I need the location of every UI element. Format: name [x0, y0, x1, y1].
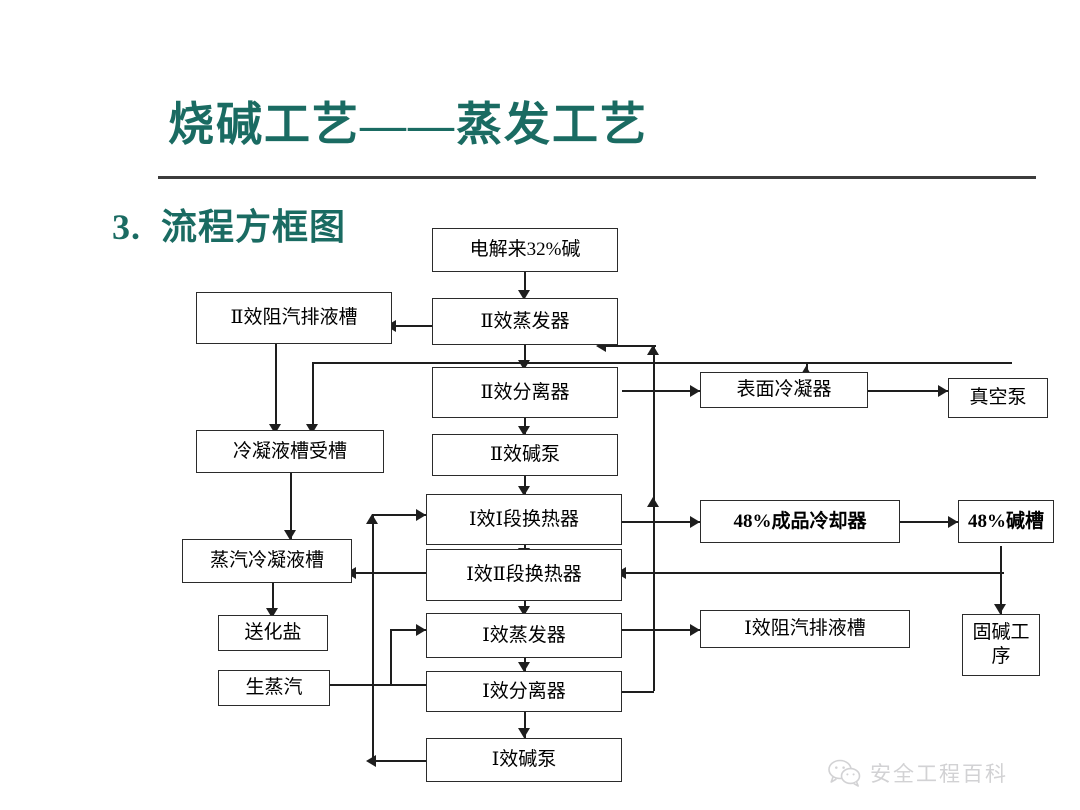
arrowhead-down — [994, 604, 1006, 614]
title-divider — [158, 176, 1036, 179]
node-i-evaporator[interactable]: Ⅰ效蒸发器 — [426, 613, 622, 658]
edge-i-hx2-to-steam-cond — [352, 572, 430, 574]
arrowhead-down — [269, 424, 281, 434]
edge-cooler48-to-tank48 — [900, 521, 958, 523]
edge-i-sep-riser — [653, 345, 655, 691]
arrowhead-down — [518, 360, 530, 370]
edge-surface-cond-to-vacuum — [868, 390, 948, 392]
edge-ii-sep-bus — [312, 362, 1012, 364]
node-feed[interactable]: 电解来32%碱 — [432, 228, 618, 272]
watermark: 安全工程百科 — [828, 758, 1008, 788]
arrowhead-down — [284, 530, 296, 540]
node-surface-condenser[interactable]: 表面冷凝器 — [700, 372, 868, 408]
edge-i-sep-to-i-pump — [524, 712, 526, 738]
node-48-alkali-tank[interactable]: 48%碱槽 — [958, 500, 1054, 543]
section-number: 3. — [112, 207, 141, 247]
edge-ii-evap-to-ii-trap — [392, 325, 432, 327]
page-title: 烧碱工艺——蒸发工艺 — [168, 99, 648, 150]
node-ii-steam-trap[interactable]: Ⅱ效阻汽排液槽 — [196, 292, 392, 344]
node-48-product-cooler[interactable]: 48%成品冷却器 — [700, 500, 900, 543]
section-label: 流程方框图 — [161, 207, 347, 247]
arrowhead-down — [518, 606, 530, 616]
node-ii-separator[interactable]: Ⅱ效分离器 — [432, 367, 618, 418]
wechat-icon — [828, 759, 862, 787]
arrowhead-right — [690, 385, 700, 397]
edge-live-steam-into-evap — [390, 629, 426, 631]
arrowhead-up — [647, 497, 659, 507]
arrowhead-up — [647, 345, 659, 355]
edge-ii-pump-to-i-hx1 — [524, 476, 526, 494]
arrowhead-right — [416, 509, 426, 521]
edge-riser-to-ii-evap — [600, 345, 656, 347]
arrowhead-down — [518, 290, 530, 300]
edge-ii-trap-to-cond-tank — [275, 344, 277, 430]
node-steam-condensate-tank[interactable]: 蒸汽冷凝液槽 — [182, 539, 352, 583]
arrowhead-down — [306, 424, 318, 434]
edge-i-hx1-to-cooler48 — [622, 521, 700, 523]
arrowhead-down — [266, 608, 278, 618]
edge-ii-sep-down — [312, 362, 314, 430]
node-live-steam[interactable]: 生蒸汽 — [218, 670, 330, 706]
edge-cond-tank-to-steam-cond — [290, 473, 292, 539]
section-heading: 3. 流程方框图 — [112, 198, 346, 250]
edge-ii-sep-to-surface-cond — [622, 390, 700, 392]
arrowhead-down — [518, 486, 530, 496]
edge-i-pump-left — [372, 760, 428, 762]
edge-i-pump-riser — [372, 514, 374, 761]
edge-live-steam-run — [330, 684, 516, 686]
edge-live-steam-rise — [390, 629, 392, 685]
arrowhead-right — [416, 624, 426, 636]
node-ii-evaporator[interactable]: Ⅱ效蒸发器 — [432, 298, 618, 345]
arrowhead-right — [690, 516, 700, 528]
arrowhead-down — [518, 728, 530, 738]
arrowhead-right — [938, 385, 948, 397]
arrowhead-left — [596, 340, 606, 352]
edge-feed-to-ii-evap — [524, 270, 526, 296]
node-send-to-salt[interactable]: 送化盐 — [218, 615, 328, 651]
edge-tank48-to-solid-alkali — [1000, 546, 1002, 614]
edge-i-trap-to-i-hx2 — [622, 572, 1004, 574]
node-i-alkali-pump[interactable]: Ⅰ效碱泵 — [426, 738, 622, 782]
node-i-steam-trap[interactable]: Ⅰ效阻汽排液槽 — [700, 610, 910, 648]
node-i-separator[interactable]: Ⅰ效分离器 — [426, 671, 622, 712]
node-i-effect-stage2-heat-exchanger[interactable]: Ⅰ效Ⅱ段换热器 — [426, 549, 622, 601]
arrowhead-up — [366, 514, 378, 524]
node-condensate-receiving-tank[interactable]: 冷凝液槽受槽 — [196, 430, 384, 473]
arrowhead-right — [948, 516, 958, 528]
node-ii-alkali-pump[interactable]: Ⅱ效碱泵 — [432, 434, 618, 476]
edge-steam-cond-to-salt — [272, 583, 274, 615]
edge-i-evap-to-i-trap — [622, 629, 700, 631]
arrowhead-down — [518, 662, 530, 672]
edge-ii-evap-to-ii-sep — [524, 345, 526, 367]
node-solid-alkali-process[interactable]: 固碱工序 — [962, 614, 1040, 676]
arrowhead-left — [366, 755, 376, 767]
edge-i-pump-into-hx1 — [372, 514, 426, 516]
arrowhead-down — [518, 426, 530, 436]
edge-i-sep-riser-stub — [622, 691, 654, 693]
node-vacuum-pump[interactable]: 真空泵 — [948, 378, 1048, 418]
watermark-label: 安全工程百科 — [870, 763, 1008, 786]
arrowhead-up — [800, 366, 812, 376]
arrowhead-right — [690, 624, 700, 636]
node-i-effect-stage1-heat-exchanger[interactable]: Ⅰ效Ⅰ段换热器 — [426, 494, 622, 545]
